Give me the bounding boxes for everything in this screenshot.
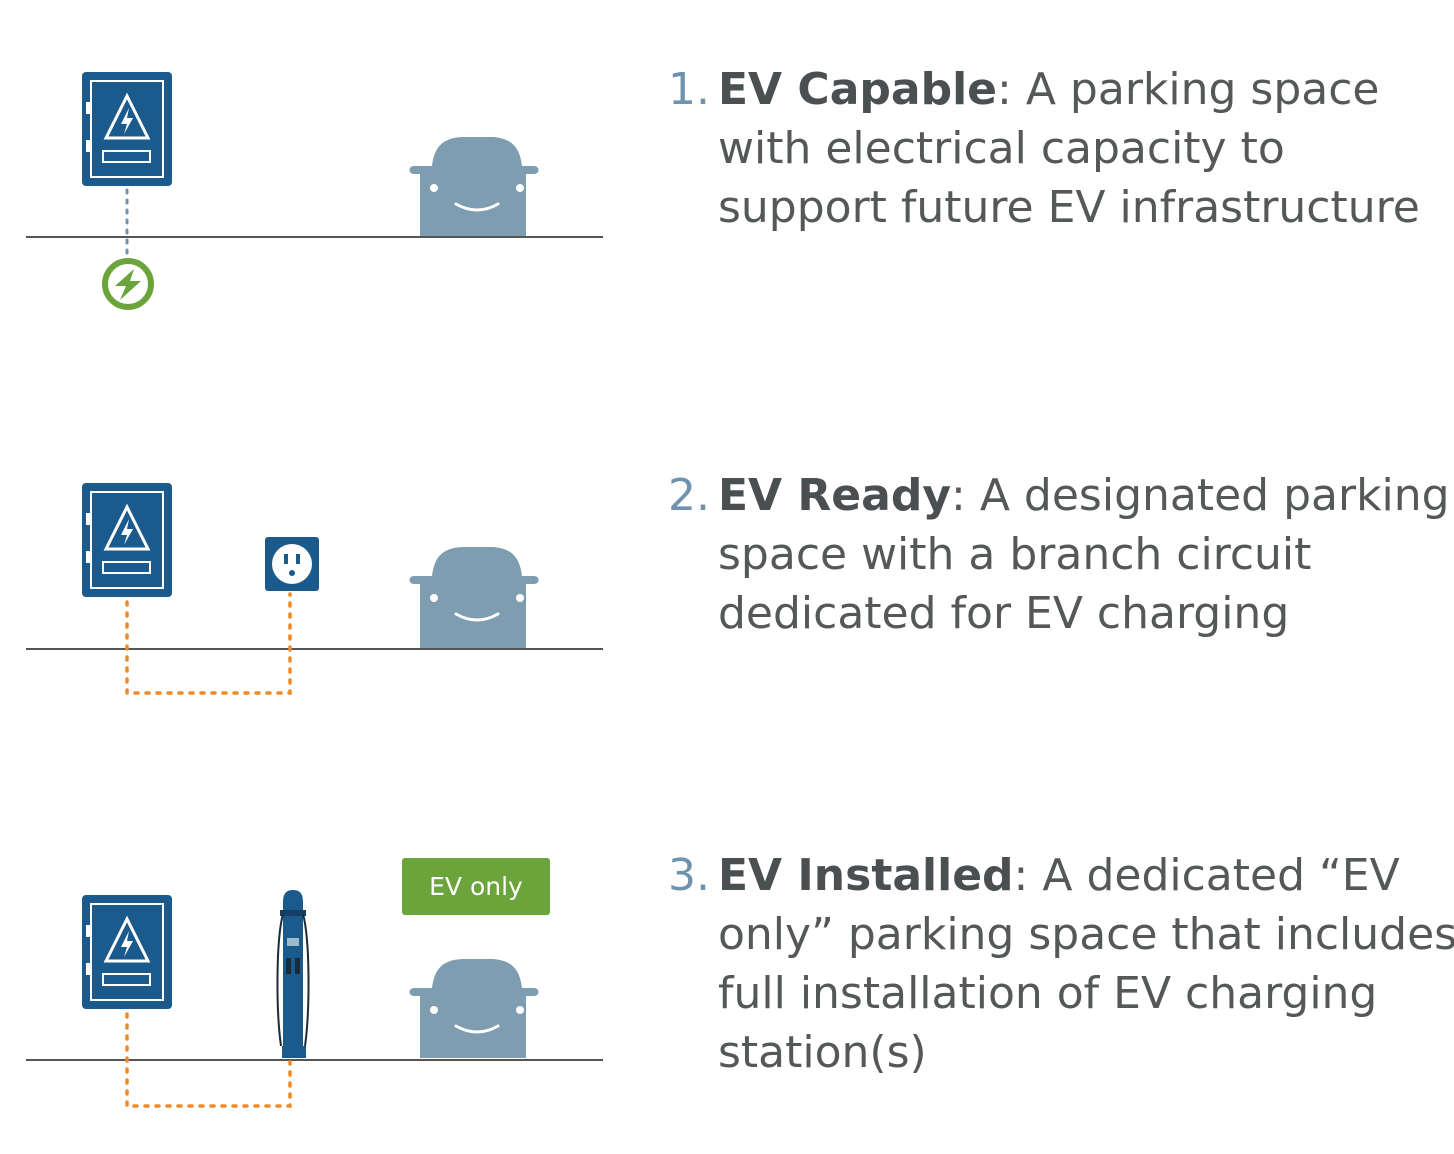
level-2-description: 2. EV Ready: A designated parking space … (668, 466, 1450, 643)
car-icon (409, 137, 539, 236)
electrical-panel-icon (82, 483, 172, 597)
level-number: 2. (668, 470, 710, 521)
level-text-line: full installation of EV charging (718, 968, 1378, 1019)
electrical-panel-icon (82, 72, 172, 186)
scene-ev-installed-drawing: EV only (26, 858, 603, 1108)
level-text-line: dedicated for EV charging (718, 588, 1290, 639)
ev-only-sign: EV only (402, 858, 550, 915)
level-term: EV Ready (718, 470, 952, 521)
level-3-description: 3. EV Installed: A dedicated “EV only” p… (668, 846, 1454, 1082)
level-text-line: : A dedicated “EV (1013, 850, 1400, 901)
level-number: 1. (668, 64, 710, 115)
scene-ev-installed: EV only (0, 850, 620, 1120)
level-text-line: station(s) (718, 1027, 927, 1078)
level-term: EV Capable (718, 64, 998, 115)
scene-ev-ready (0, 470, 620, 710)
level-text-line: space with a branch circuit (718, 529, 1312, 580)
level-text-line: with electrical capacity to (718, 123, 1285, 174)
lightning-circle-icon (102, 258, 154, 310)
level-text-line: support future EV infrastructure (718, 182, 1420, 233)
level-text-line: only” parking space that includes (718, 909, 1454, 960)
level-1-description: 1. EV Capable: A parking space with elec… (668, 60, 1438, 237)
branch-circuit-wire (125, 592, 292, 695)
electrical-panel-icon (82, 895, 172, 1009)
scene-ev-capable-drawing (26, 72, 603, 310)
ev-only-sign-label: EV only (429, 872, 523, 901)
installation-wire (125, 1012, 292, 1108)
outlet-icon (265, 537, 319, 591)
level-text-line: : A parking space (997, 64, 1380, 115)
car-icon (409, 959, 539, 1058)
scene-ev-capable (0, 60, 620, 320)
level-term: EV Installed (718, 850, 1014, 901)
charging-station-icon (276, 890, 310, 1058)
car-icon (409, 547, 539, 648)
level-text-line: : A designated parking (951, 470, 1450, 521)
level-number: 3. (668, 850, 710, 901)
scene-ev-ready-drawing (26, 483, 603, 695)
